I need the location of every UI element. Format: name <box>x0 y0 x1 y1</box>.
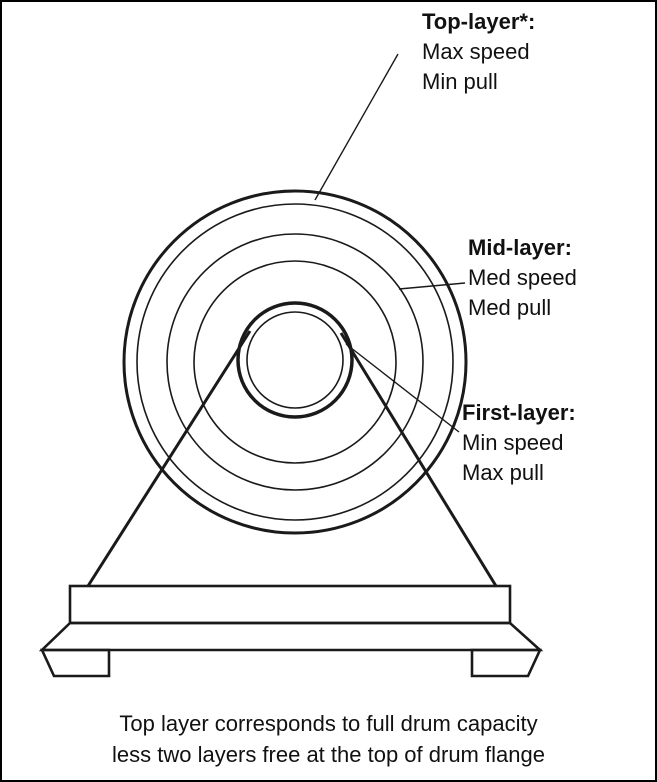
mid-layer-line1: Med speed <box>468 265 577 290</box>
first-layer-heading: First-layer: <box>462 400 576 425</box>
mid-layer-heading: Mid-layer: <box>468 235 572 260</box>
top-layer-label: Top-layer*: Max speed Min pull <box>422 7 535 97</box>
first-layer-circle <box>193 260 397 464</box>
mid-layer-leader-line <box>398 282 466 290</box>
mid-layer-line2: Med pull <box>468 295 552 320</box>
drum-flange-inner-circle <box>136 203 454 521</box>
top-layer-leader-line <box>314 53 399 201</box>
drawing-strokes <box>38 53 544 678</box>
first-layer-line2: Max pull <box>462 460 544 485</box>
stand-right-strut <box>339 332 498 587</box>
base-lower-block <box>38 621 544 652</box>
drum-flange-outer-circle <box>122 189 468 535</box>
base-left-foot <box>39 648 111 678</box>
first-layer-line1: Min speed <box>462 430 564 455</box>
top-layer-line1: Max speed <box>422 39 530 64</box>
footnote-line1: Top layer corresponds to full drum capac… <box>119 711 538 736</box>
base-right-foot <box>470 648 543 678</box>
drum-core-outer-circle <box>236 301 354 419</box>
stand-left-strut <box>86 330 252 587</box>
footnote-line2: less two layers free at the top of drum … <box>112 742 545 767</box>
first-layer-leader-line <box>345 343 460 433</box>
top-layer-heading: Top-layer*: <box>422 9 536 34</box>
mid-layer-circle <box>166 233 424 491</box>
first-layer-label: First-layer: Min speed Max pull <box>462 398 576 488</box>
drum-core-inner-circle <box>246 311 344 409</box>
footnote-caption: Top layer corresponds to full drum capac… <box>2 708 655 770</box>
base-upper-block <box>68 584 512 625</box>
mid-layer-label: Mid-layer: Med speed Med pull <box>468 233 577 323</box>
top-layer-line2: Min pull <box>422 69 498 94</box>
